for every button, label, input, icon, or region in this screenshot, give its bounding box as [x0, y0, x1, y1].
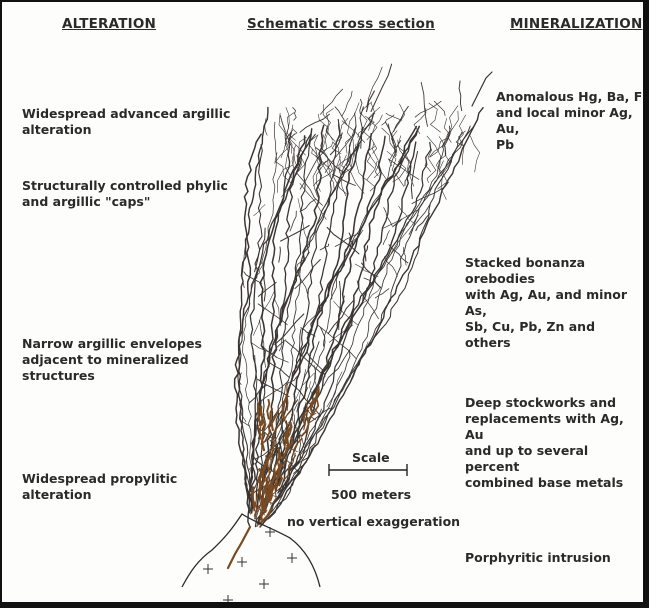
intrusion-cross — [203, 564, 213, 574]
scale-title: Scale — [352, 450, 390, 465]
vein-branch — [382, 115, 394, 125]
vein-cap — [368, 150, 388, 181]
vein-branch — [293, 108, 297, 121]
intrusion-cross — [287, 553, 297, 563]
intrusion-crosses — [203, 527, 297, 602]
vein-branch — [383, 231, 389, 245]
vein-branch — [290, 211, 296, 231]
vein-branch — [279, 247, 281, 262]
vein-branch — [371, 64, 392, 111]
vein-branch — [300, 183, 326, 219]
ore-vein — [287, 385, 288, 411]
scale-note: no vertical exaggeration — [287, 514, 460, 529]
alteration-note-1: Widespread advanced argillic alteration — [22, 106, 230, 138]
vein-branch — [296, 268, 308, 293]
alteration-note-2: Structurally controlled phylic and argil… — [22, 178, 228, 210]
vein-cap — [439, 161, 446, 200]
vein-branch — [313, 171, 332, 186]
alteration-note-4: Widespread propylitic alteration — [22, 471, 177, 503]
vein-cap — [414, 108, 426, 134]
intrusion-cross — [237, 557, 247, 567]
vein-branch — [267, 361, 289, 378]
vein-branch — [321, 89, 343, 114]
vein-cap — [429, 103, 441, 132]
vein-branch — [335, 107, 347, 125]
vein-branch — [332, 174, 355, 185]
intrusion-cross — [265, 527, 275, 537]
scale-length: 500 meters — [331, 487, 411, 502]
vein-branch — [459, 81, 462, 111]
vein-main — [276, 126, 420, 490]
mineralization-note-4: Porphyritic intrusion — [465, 550, 611, 566]
vein-cap — [470, 136, 479, 172]
vein-cap — [286, 113, 294, 145]
vein-main — [235, 134, 262, 513]
ore-vein — [267, 399, 269, 419]
vein-cap — [285, 143, 292, 178]
vein-branch — [339, 281, 341, 329]
intrusion-cross — [259, 579, 269, 589]
mineralization-note-2: Stacked bonanza orebodies with Ag, Au, a… — [465, 255, 643, 351]
vein-branch — [421, 82, 427, 126]
vein-branch — [300, 149, 326, 189]
vein-branch — [375, 289, 389, 298]
vein-cap — [332, 121, 341, 154]
mineralization-note-3: Deep stockworks and replacements with Ag… — [465, 395, 643, 491]
vein-branch — [385, 122, 396, 153]
vein-cap — [392, 104, 405, 143]
alteration-note-3: Narrow argillic envelopes adjacent to mi… — [22, 336, 202, 384]
diagram-frame: ALTERATION Schematic cross section MINER… — [0, 0, 649, 608]
intrusion-cross — [223, 595, 233, 602]
mineralization-note-1: Anomalous Hg, Ba, F and local minor Ag, … — [496, 89, 643, 153]
vein-cap — [342, 155, 365, 194]
scale-bar — [329, 464, 407, 476]
vein-branch — [302, 301, 326, 330]
vein-branch — [342, 91, 352, 115]
fan-tip — [472, 72, 492, 106]
vein-branch — [364, 278, 373, 284]
